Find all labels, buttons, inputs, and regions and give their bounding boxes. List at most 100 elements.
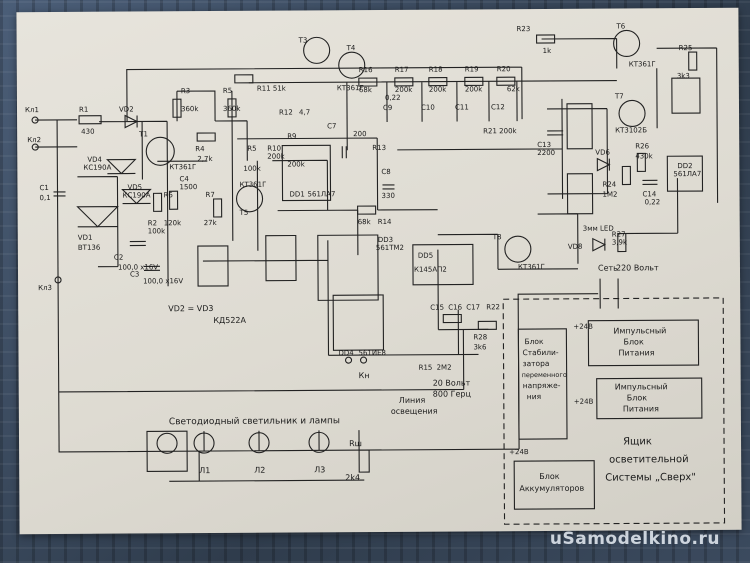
resistor-rsh [358,449,370,473]
label-c3v: 100,0 x16V [143,277,183,285]
label-stab3: затора [523,359,550,368]
label-vd4v: КС190А [83,164,111,172]
diode-vd2 [124,114,139,129]
label-r11v: R11 51k [257,85,287,93]
ic-right [666,155,704,192]
label-r4: R4 [195,145,205,153]
label-r2v: 100k [148,227,166,235]
resistor-r25 [688,51,698,71]
label-r5: R5 [223,87,232,95]
resistor-r3 [172,98,182,118]
resistor-r26 [636,152,646,172]
lamp-l1 [193,432,215,454]
capacitor-c8 [382,184,395,190]
thyristor-vd1 [76,206,119,228]
resistor-r5 [227,98,237,118]
watermark: uSamodelkino.ru [549,529,720,549]
label-r5b: R5 [247,145,256,153]
label-l3: Л3 [314,465,325,474]
resistor-r27 [617,232,627,253]
transistor-t8 [504,235,532,263]
label-r28v: 3k6 [473,343,487,351]
lamp-l2 [248,432,270,454]
ic-logic-bottom [566,173,594,215]
resistor-r11 [234,74,254,84]
label-line2: освещения [391,407,438,416]
lamp-l3 [308,431,330,453]
resistor-r14 [357,205,377,215]
label-r14v: 68k [358,218,372,226]
label-r19: R19 [465,65,479,73]
ic-dd1 [281,144,332,202]
label-c13: C13 [537,141,551,149]
label-r23v: 1k [543,47,553,55]
label-v24a: +24В [573,323,593,331]
label-c7v: 200 [353,130,366,138]
label-r17v: 200k [395,86,413,94]
label-pulse1c: Питания [618,348,654,357]
label-pulse2a: Импульсный [615,382,668,391]
label-dd1: DD1 [290,190,305,198]
label-stab2: Стабили- [522,348,558,357]
label-c12: C12 [491,103,505,111]
label-r25: R25 [679,44,693,52]
resistor-r28 [477,320,497,330]
led-lamp-box [146,430,188,472]
label-rsh: Rш [349,439,362,448]
label-r9: R9 [287,133,296,141]
label-r23: R23 [517,25,531,33]
label-pulse2b: Блок [627,393,648,402]
label-r24v: 1M2 [603,191,618,199]
label-dd5: DD5 [418,252,433,260]
resistor-r4 [196,132,216,142]
capacitor-c1 [53,191,66,197]
label-kl3: Кл3 [38,284,52,292]
label-net2: 220 Вольт [616,263,659,272]
label-t7v: КТ3102Б [615,126,647,134]
label-r1v: 430 [81,128,94,136]
label-c2: C2 [114,254,123,262]
resistor-r17 [394,77,414,87]
label-c2v: 100,0 x16V [118,263,158,271]
label-c14v: 0,22 [645,198,661,206]
pulse-supply-1 [587,319,700,367]
label-r18: R18 [429,66,443,74]
label-c16: C16 [448,303,462,311]
label-v24c: +24В [509,448,529,456]
label-vd8v: 3мм LED [583,225,614,233]
label-vd1: VD1 [78,234,93,242]
label-c1: C1 [39,184,48,192]
ic-dd5 [412,243,474,286]
label-r14: R14 [378,218,392,226]
label-batt2: Аккумуляторов [519,484,584,493]
label-r21: R21 [483,127,497,135]
components [31,29,704,510]
label-r20v: 62k [507,85,521,93]
label-vd5: VD5 [127,183,142,191]
stabilizer-block [517,328,568,440]
label-t7: T7 [614,93,624,101]
label-t4v: КТ361Г [337,84,364,92]
capacitor-c7 [341,146,347,159]
transistor-t3 [303,36,331,64]
transistor-t6 [613,29,641,58]
resistor-r15 [442,313,462,324]
label-pulse2c: Питания [623,404,659,413]
label-r12v: 4,7 [299,108,310,116]
label-vd5v: КС190А [123,191,151,199]
label-stab4: переменного [522,371,567,379]
label-r9v: 200k [287,160,305,168]
label-pulse1a: Импульсный [613,326,666,335]
label-c15: C15 [430,304,444,312]
label-r28: R28 [473,333,487,341]
led-lamp-icon [156,432,178,454]
resistor-r19 [464,76,484,87]
label-r21v: 200k [499,127,517,135]
resistor-r18 [428,77,448,87]
zener-vd5 [121,188,152,205]
label-rshv: 2k4 [345,473,360,482]
label-r3: R3 [181,87,190,95]
label-r6: R6 [164,191,174,199]
label-t6: T6 [615,22,625,30]
capacitor-c2 [129,240,146,247]
